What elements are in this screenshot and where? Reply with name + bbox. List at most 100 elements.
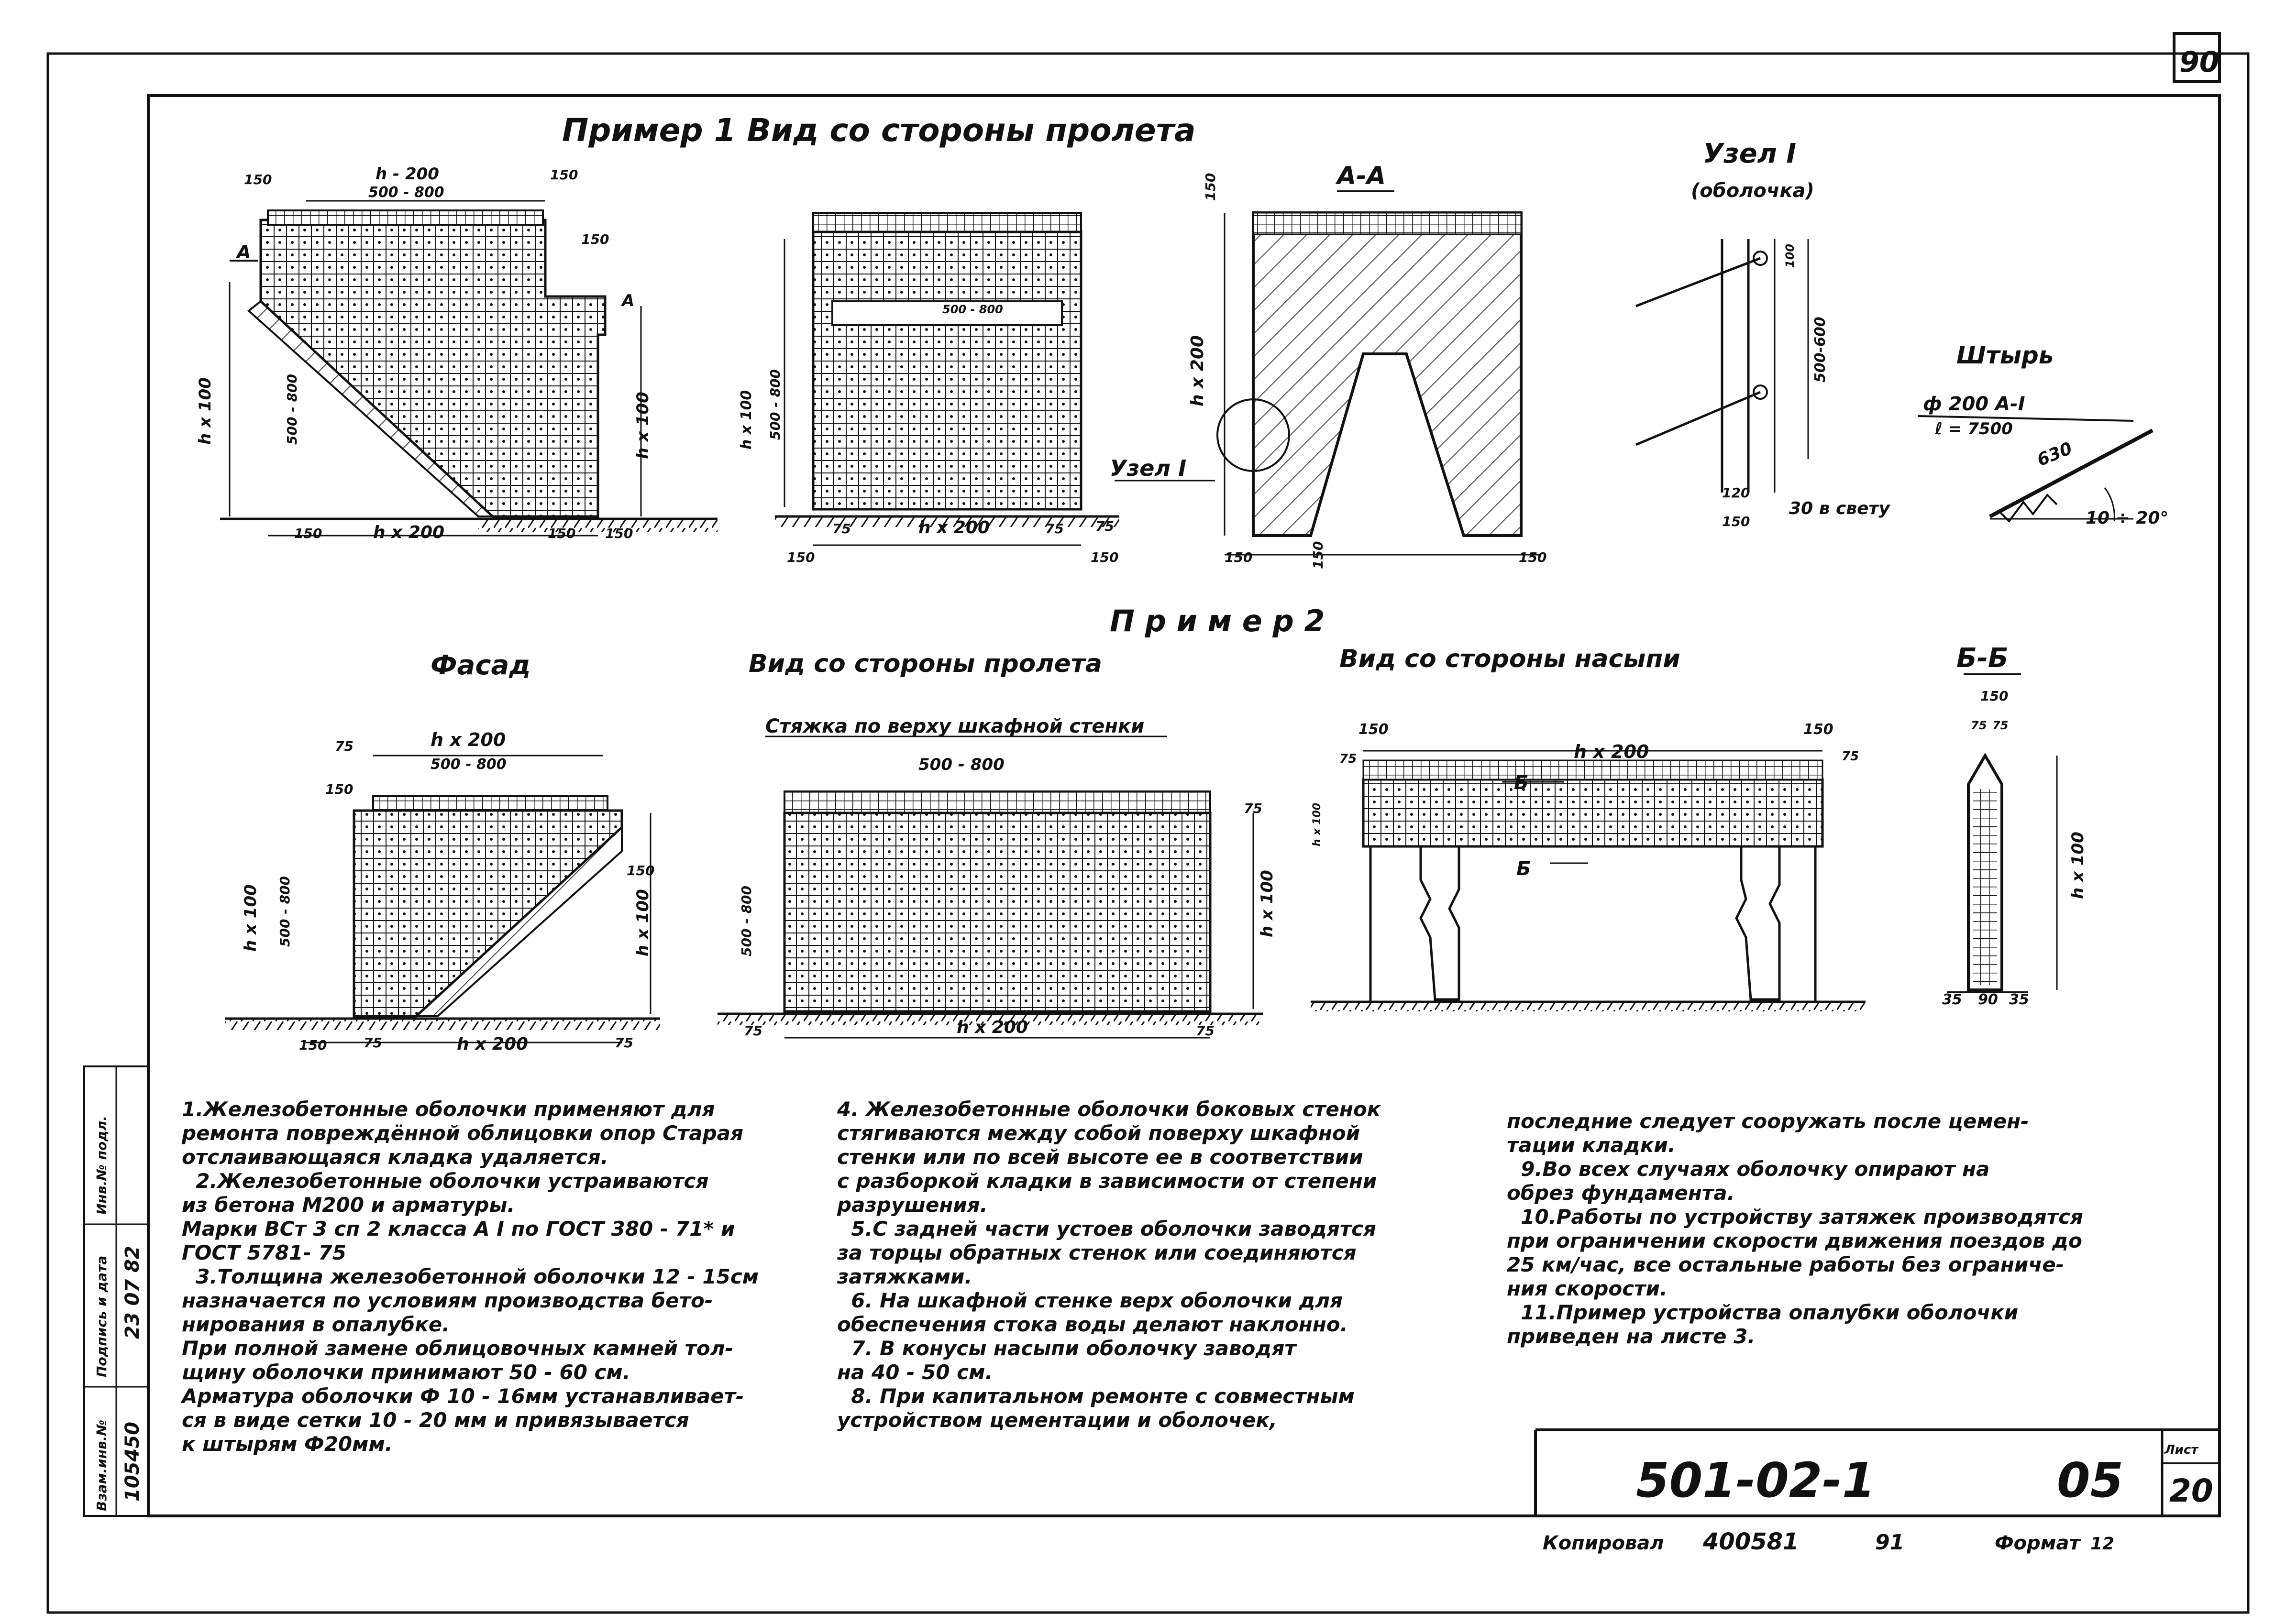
note-line: 10.Работы по устройству затяжек производ…: [1507, 1205, 2083, 1229]
ex2-facade-dim-75-b: 75: [364, 1035, 382, 1051]
note-line: щину оболочки принимают 50 - 60 см.: [182, 1361, 630, 1384]
ex1v2-dim-500-800: 500 - 800: [942, 303, 1003, 316]
note-line: Марки ВСт 3 сп 2 класса А I по ГОСТ 380 …: [182, 1217, 735, 1240]
ex2-span-view: [718, 735, 1263, 1039]
node-dim-120: 120: [1722, 485, 1750, 501]
ex2-embank-dim-hx100: h x 100: [1311, 803, 1323, 846]
ex1-dim-150-e: 150: [548, 526, 575, 541]
section-bb-label: Б-Б: [1956, 643, 2009, 674]
note-line: 3.Толщина железобетонной оболочки 12 - 1…: [182, 1265, 759, 1288]
node-title: Узел I: [1703, 138, 1796, 169]
ex2-section-mark-b-2: Б: [1516, 858, 1531, 880]
ex1v2-dim-500-800-v: 500 - 800: [767, 369, 783, 440]
ex2-facade-dim-75-c: 75: [615, 1035, 633, 1051]
pin-angle: 10 ÷ 20°: [2086, 508, 2168, 528]
ex2-span-dim-500-800-v: 500 - 800: [739, 886, 754, 956]
section-bb-dim-75-b: 75: [1992, 719, 2008, 732]
node-detail: [1635, 239, 1809, 493]
ex2-embank-dim-75-a: 75: [1339, 752, 1357, 766]
ex2-facade-dim-150-a: 150: [325, 781, 353, 797]
ex2-embank-dim-75-b: 75: [1842, 749, 1859, 764]
title-list-label: Лист: [2164, 1443, 2199, 1457]
note-line: стенки или по всей высоте ее в соответст…: [837, 1145, 1363, 1169]
ex2-embank-dim-150-b: 150: [1803, 721, 1833, 738]
ex1-dim-500-800-v: 500 - 800: [284, 374, 300, 445]
ex2-facade-title: Фасад: [431, 650, 531, 681]
note-line: на 40 - 50 см.: [837, 1361, 993, 1384]
note-line: с разборкой кладки в зависимости от степ…: [837, 1169, 1377, 1193]
ex2-span-dim-hx200: h x 200: [957, 1018, 1028, 1037]
note-line: за торцы обратных стенок или соединяются: [837, 1241, 1357, 1264]
ex2-facade-dim-hx200-bottom: h x 200: [457, 1034, 528, 1054]
ex1-title: Пример 1 Вид со стороны пролета: [562, 112, 1195, 149]
ex1v2-dim-75-a: 75: [832, 521, 851, 537]
node-dim-150: 150: [1722, 514, 1750, 529]
note-line: ГОСТ 5781- 75: [182, 1241, 346, 1264]
note-line: обрез фундамента.: [1507, 1181, 1735, 1205]
section-bb-dim-75-a: 75: [1971, 719, 1987, 732]
stamp-header-inv: Инв.№ подл.: [94, 1116, 110, 1215]
note-line: 2.Железобетонные оболочки устраиваются: [182, 1169, 709, 1193]
ex2-facade-dim-150-b: 150: [627, 863, 654, 878]
pin-spec: ф 200 А-I: [1923, 393, 2025, 415]
title-part: 05: [2057, 1452, 2123, 1508]
note-line: 8. При капитальном ремонте с совместным: [837, 1384, 1355, 1408]
ex2-title: П р и м е р 2: [1110, 604, 1325, 638]
ex1-view1: [220, 200, 718, 537]
node-gap-label: 30 в свету: [1789, 499, 1890, 518]
ex1-dim-150-c: 150: [581, 231, 609, 247]
ex2-span-title: Вид со стороны пролета: [749, 649, 1102, 678]
ex2-embank-dim-150-a: 150: [1358, 721, 1389, 738]
ex2-span-dim-75-b: 75: [744, 1023, 762, 1039]
ex2-facade-dim-hx100-left: h x 100: [241, 884, 260, 952]
note-line: 4. Железобетонные оболочки боковых стено…: [837, 1097, 1381, 1121]
stamp-header-replace: Взам.инв.№: [94, 1420, 110, 1511]
footer-format-label: Формат: [1995, 1532, 2081, 1554]
ex1-dim-hx100-right: h x 100: [633, 392, 652, 459]
title-list-no: 20: [2169, 1472, 2213, 1509]
note-line: обеспечения стока воды делают наклонно.: [837, 1313, 1348, 1336]
node-dim-100-stack: 100: [1783, 244, 1797, 268]
ex1-dim-150-a: 150: [244, 172, 272, 187]
note-line: 1.Железобетонные оболочки применяют для: [182, 1097, 715, 1121]
ex2-embank-title: Вид со стороны насыпи: [1339, 645, 1680, 673]
note-line: приведен на листе 3.: [1507, 1325, 1756, 1348]
title-block: [1534, 1428, 2220, 1516]
ex2-facade-dim-500-800-v: 500 - 800: [277, 876, 293, 947]
pin-detail: [1918, 415, 2154, 523]
ex1-dim-150-f: 150: [605, 526, 633, 541]
ex2-facade: [225, 755, 660, 1043]
section-aa-dim-hx200: h x 200: [1188, 335, 1207, 406]
ex1-dim-h200: h - 200: [375, 165, 439, 184]
inner-frame: [147, 94, 2221, 1517]
ex1-section-mark-a2: А: [620, 291, 634, 310]
stamp-value-date: 23 07 82: [121, 1246, 144, 1339]
ex1v2-dim-150-a: 150: [787, 549, 815, 565]
section-aa: [1115, 190, 1540, 556]
note-line: Арматура оболочки Ф 10 - 16мм устанавлив…: [182, 1384, 744, 1408]
footer-format-val: 12: [2090, 1534, 2114, 1554]
footer-order: 400581: [1702, 1528, 1799, 1555]
ex2-section-mark-b-1: Б: [1514, 772, 1529, 794]
ex2-tie-label: Стяжка по верху шкафной стенки: [765, 715, 1144, 737]
sheet-number-box: [2173, 32, 2221, 83]
note-line: назначается по условиям производства бет…: [182, 1289, 713, 1312]
section-aa-dim-150-a: 150: [1203, 173, 1218, 201]
section-bb-dim-hx100: h x 100: [2068, 832, 2087, 899]
note-line: 9.Во всех случаях оболочку опирают на: [1507, 1157, 1990, 1181]
ex2-facade-dim-hx100-right: h x 100: [633, 889, 652, 956]
side-stamp: [83, 1065, 149, 1517]
ex1v2-dim-150-b: 150: [1091, 549, 1118, 565]
ex2-span-dim-hx100: h x 100: [1258, 870, 1277, 937]
note-line: отслаивающаяся кладка удаляется.: [182, 1145, 608, 1169]
ex2-facade-dim-75-a: 75: [335, 738, 353, 754]
note-line: нирования в опалубке.: [182, 1313, 450, 1336]
ex1-dim-hx200-bottom: h x 200: [373, 523, 444, 542]
ex2-facade-dim-150-c: 150: [299, 1037, 327, 1053]
ex2-facade-dim-hx200: h x 200: [431, 729, 506, 750]
note-line: затяжками.: [837, 1265, 972, 1288]
ex1v2-dim-75-c: 75: [1095, 518, 1114, 534]
sheet-number: 90: [2179, 45, 2220, 79]
stamp-header-sign: Подпись и дата: [94, 1256, 110, 1377]
